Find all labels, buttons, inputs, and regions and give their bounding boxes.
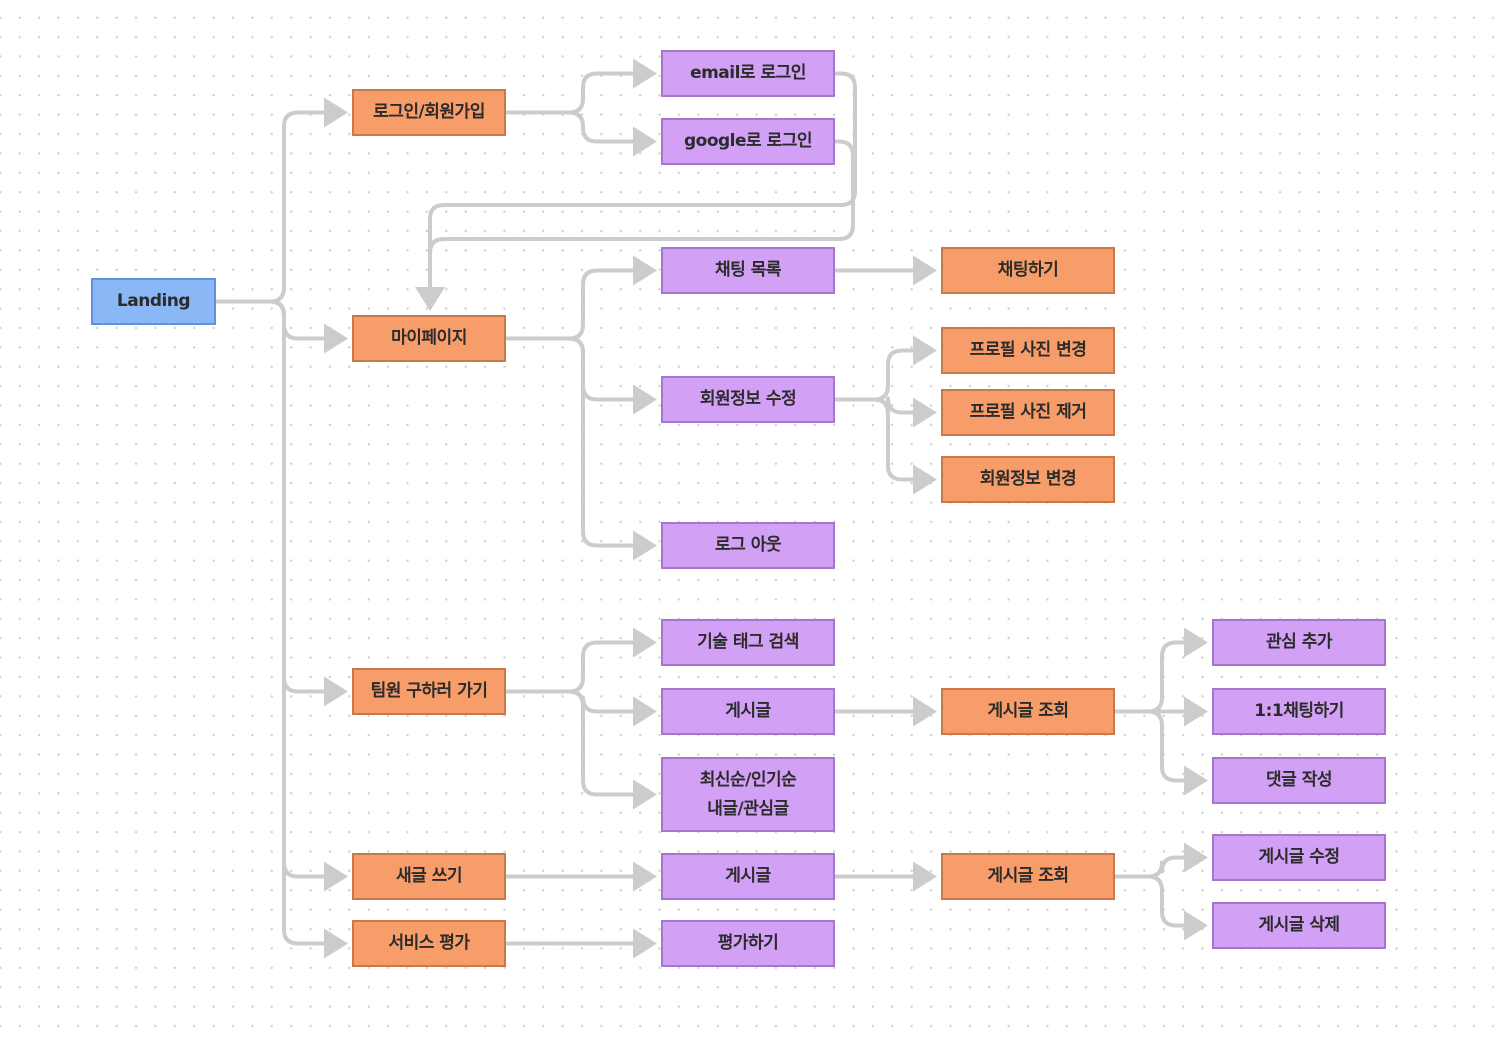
arrow-head-review xyxy=(324,928,348,959)
node-login[interactable]: 로그인/회원가입 xyxy=(352,89,506,136)
arrow-head-mypage xyxy=(324,323,348,354)
edge-landing-to-findteam xyxy=(216,299,328,694)
arrow-head-findteam xyxy=(324,676,348,707)
edge-mypage-to-editinfo xyxy=(506,336,637,402)
arrow-head-chat xyxy=(913,255,937,286)
edge-view2-to-editpost xyxy=(1115,855,1188,879)
edge-view1-to-like xyxy=(1115,640,1188,714)
node-logout[interactable]: 로그 아웃 xyxy=(661,522,835,569)
arrow-head-mypage-down xyxy=(415,287,445,311)
arrow-head-newpost xyxy=(324,861,348,892)
edge-findteam-to-post1 xyxy=(506,689,637,714)
arrow-head-view2 xyxy=(913,861,937,892)
node-mypage[interactable]: 마이페이지 xyxy=(352,315,506,362)
edge-editinfo-to-infochange xyxy=(835,397,917,482)
arrow-head-login xyxy=(324,97,348,128)
arrow-head-chatlist xyxy=(633,255,657,286)
edge-mypage-to-chatlist xyxy=(506,268,637,341)
node-post2[interactable]: 게시글 xyxy=(661,853,835,900)
edge-findteam-to-sort xyxy=(506,689,637,797)
node-deletepost[interactable]: 게시글 삭제 xyxy=(1212,902,1386,949)
arrow-head-editinfo xyxy=(633,384,657,415)
node-sort[interactable]: 최신순/인기순 내글/관심글 xyxy=(661,757,835,832)
node-comment[interactable]: 댓글 작성 xyxy=(1212,757,1386,804)
node-landing[interactable]: Landing xyxy=(91,278,216,325)
node-photoremove[interactable]: 프로필 사진 제거 xyxy=(941,389,1115,436)
arrow-head-rate xyxy=(633,928,657,959)
edge-login-to-google xyxy=(506,110,637,144)
arrow-head-sort xyxy=(633,779,657,810)
node-chatlist[interactable]: 채팅 목록 xyxy=(661,247,835,294)
arrow-head-deletepost xyxy=(1184,910,1208,941)
node-review[interactable]: 서비스 평가 xyxy=(352,920,506,967)
arrow-head-view1 xyxy=(913,696,937,727)
arrow-head-dm xyxy=(1184,696,1208,727)
edge-google-to-mypage xyxy=(428,139,855,254)
node-post1[interactable]: 게시글 xyxy=(661,688,835,735)
node-view2[interactable]: 게시글 조회 xyxy=(941,853,1115,900)
node-view1[interactable]: 게시글 조회 xyxy=(941,688,1115,735)
node-photochange[interactable]: 프로필 사진 변경 xyxy=(941,327,1115,374)
edge-findteam-to-tagsearch xyxy=(506,640,637,694)
arrow-head-like xyxy=(1184,627,1208,658)
node-infochange[interactable]: 회원정보 변경 xyxy=(941,456,1115,503)
arrow-head-logout xyxy=(633,530,657,561)
edge-editinfo-to-photochange xyxy=(835,348,917,402)
arrow-head-photochange xyxy=(913,335,937,366)
edge-landing-to-newpost xyxy=(216,299,328,879)
arrow-head-editpost xyxy=(1184,842,1208,873)
node-tagsearch[interactable]: 기술 태그 검색 xyxy=(661,619,835,666)
node-editpost[interactable]: 게시글 수정 xyxy=(1212,834,1386,881)
node-findteam[interactable]: 팀원 구하러 가기 xyxy=(352,668,506,715)
node-dm[interactable]: 1:1채팅하기 xyxy=(1212,688,1386,735)
edge-view2-to-deletepost xyxy=(1115,874,1188,928)
node-chat[interactable]: 채팅하기 xyxy=(941,247,1115,294)
node-rate[interactable]: 평가하기 xyxy=(661,920,835,967)
edge-view1-to-comment xyxy=(1115,709,1188,783)
node-newpost[interactable]: 새글 쓰기 xyxy=(352,853,506,900)
arrow-head-post1 xyxy=(633,696,657,727)
arrow-head-tagsearch xyxy=(633,627,657,658)
edge-landing-to-mypage xyxy=(216,299,328,341)
arrow-head-comment xyxy=(1184,765,1208,796)
arrow-head-photoremove xyxy=(913,397,937,428)
node-email[interactable]: email로 로그인 xyxy=(661,50,835,97)
edge-login-to-email xyxy=(506,71,637,115)
node-editinfo[interactable]: 회원정보 수정 xyxy=(661,376,835,423)
edge-mypage-to-logout xyxy=(506,336,637,548)
arrow-head-infochange xyxy=(913,464,937,495)
node-like[interactable]: 관심 추가 xyxy=(1212,619,1386,666)
arrow-head-post2 xyxy=(633,861,657,892)
node-google[interactable]: google로 로그인 xyxy=(661,118,835,165)
arrow-head-google xyxy=(633,126,657,157)
edge-landing-to-review xyxy=(216,299,328,946)
arrow-head-email xyxy=(633,58,657,89)
edge-landing-to-login xyxy=(216,110,328,304)
